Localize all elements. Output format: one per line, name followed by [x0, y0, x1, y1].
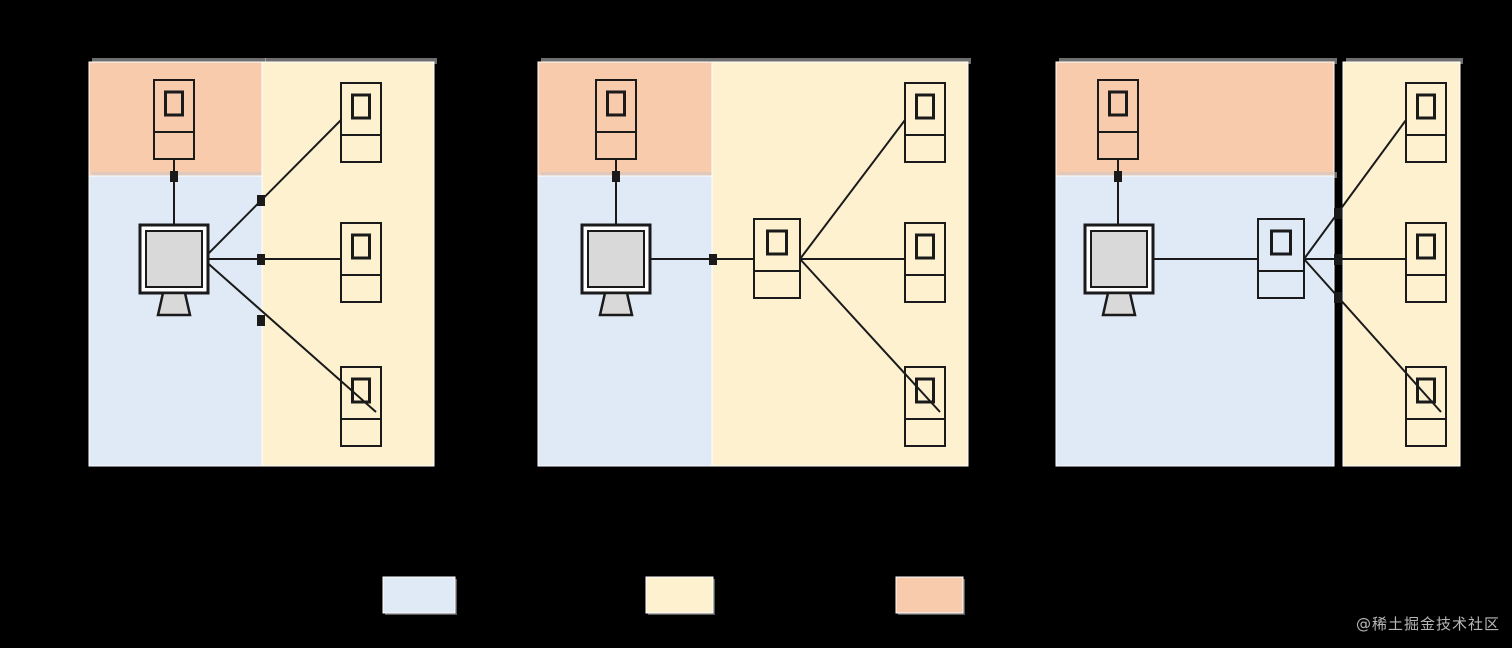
link-monitor-external-junction-marker[interactable] [612, 171, 620, 182]
link-proxy-server-1[interactable] [799, 119, 906, 260]
zone-client-shadow [1059, 172, 1337, 178]
device-indicator-icon [766, 229, 788, 256]
device-body-icon [595, 79, 637, 160]
client-monitor[interactable] [138, 223, 210, 317]
link-monitor-server-1[interactable] [202, 119, 342, 260]
monitor-screen-icon [587, 230, 645, 288]
device-indicator-icon [1270, 229, 1292, 256]
device-body-icon [904, 222, 946, 303]
device-external-top[interactable] [595, 79, 637, 160]
device-body-icon [1405, 82, 1447, 163]
device-indicator-icon [1416, 377, 1436, 404]
device-indicator-icon [1416, 93, 1436, 120]
zone-client-shadow [92, 172, 266, 178]
zone-server-shadow [1346, 58, 1463, 64]
device-external-top[interactable] [153, 79, 195, 160]
single-proxy-topology [537, 58, 971, 467]
device-body-icon [1257, 218, 1305, 299]
device-body-icon [904, 366, 946, 447]
link-monitor-server-3[interactable] [202, 258, 377, 413]
link-proxy-server-1[interactable] [1303, 119, 1407, 260]
client-monitor[interactable] [1083, 223, 1155, 317]
link-monitor-external-junction-marker[interactable] [1114, 171, 1122, 182]
device-body-icon [1405, 366, 1447, 447]
monitor-stand-icon [598, 291, 634, 317]
device-body-icon [340, 366, 382, 447]
direct-fanout-topology [88, 58, 437, 467]
zone-server [261, 61, 435, 467]
device-indicator-icon [606, 90, 626, 117]
watermark: @稀土掘金技术社区 [1355, 615, 1500, 633]
device-indicator-icon [915, 93, 935, 120]
device-body-icon [1097, 79, 1139, 160]
device-server-3[interactable] [904, 366, 946, 447]
legend-swatch-external [895, 576, 964, 614]
link-monitor-external-junction-marker[interactable] [170, 171, 178, 182]
device-indicator-icon [164, 90, 184, 117]
device-server-1[interactable] [904, 82, 946, 163]
monitor-screen-icon [145, 230, 203, 288]
edge-proxy-topology [1055, 58, 1463, 467]
device-body-icon [753, 218, 801, 299]
link-monitor-server-3-junction-marker[interactable] [257, 315, 265, 326]
link-monitor-server-1-junction-marker[interactable] [257, 195, 265, 206]
zone-external-shadow [541, 58, 715, 64]
zone-server [1342, 61, 1461, 467]
link-proxy-server-3-junction-marker[interactable] [1334, 292, 1342, 303]
link-monitor-proxy-junction-marker[interactable] [709, 254, 717, 265]
monitor-stand-icon [156, 291, 192, 317]
legend [382, 576, 965, 615]
device-proxy[interactable] [1257, 218, 1305, 299]
monitor-stand-icon [1101, 291, 1137, 317]
device-server-1[interactable] [340, 82, 382, 163]
device-body-icon [340, 222, 382, 303]
device-indicator-icon [351, 233, 371, 260]
zone-server [711, 61, 969, 467]
link-monitor-server-2-junction-marker[interactable] [257, 254, 265, 265]
device-indicator-icon [915, 377, 935, 404]
device-indicator-icon [915, 233, 935, 260]
link-proxy-server-2-junction-marker[interactable] [1334, 254, 1342, 265]
device-body-icon [153, 79, 195, 160]
device-server-3[interactable] [340, 366, 382, 447]
device-indicator-icon [1416, 233, 1436, 260]
link-proxy-server-1-junction-marker[interactable] [1334, 208, 1342, 219]
zone-client [88, 175, 264, 467]
legend-swatch-server [645, 576, 714, 614]
device-server-2[interactable] [904, 222, 946, 303]
monitor-screen-icon [1090, 230, 1148, 288]
device-indicator-icon [1108, 90, 1128, 117]
zone-server-shadow [265, 58, 437, 64]
device-external-top[interactable] [1097, 79, 1139, 160]
zone-external-shadow [1059, 58, 1337, 64]
zone-client [537, 175, 713, 467]
zone-server-shadow [715, 58, 971, 64]
device-body-icon [1405, 222, 1447, 303]
device-server-2[interactable] [340, 222, 382, 303]
zone-external-shadow [92, 58, 266, 64]
client-monitor[interactable] [580, 223, 652, 317]
zone-client-shadow [541, 172, 715, 178]
single-proxy-topology-links [615, 119, 941, 413]
legend-swatch-client [382, 576, 456, 614]
device-server-3[interactable] [1405, 366, 1447, 447]
device-proxy[interactable] [753, 218, 801, 299]
device-body-icon [904, 82, 946, 163]
device-indicator-icon [351, 93, 371, 120]
device-body-icon [340, 82, 382, 163]
device-server-2[interactable] [1405, 222, 1447, 303]
device-indicator-icon [351, 377, 371, 404]
device-server-1[interactable] [1405, 82, 1447, 163]
